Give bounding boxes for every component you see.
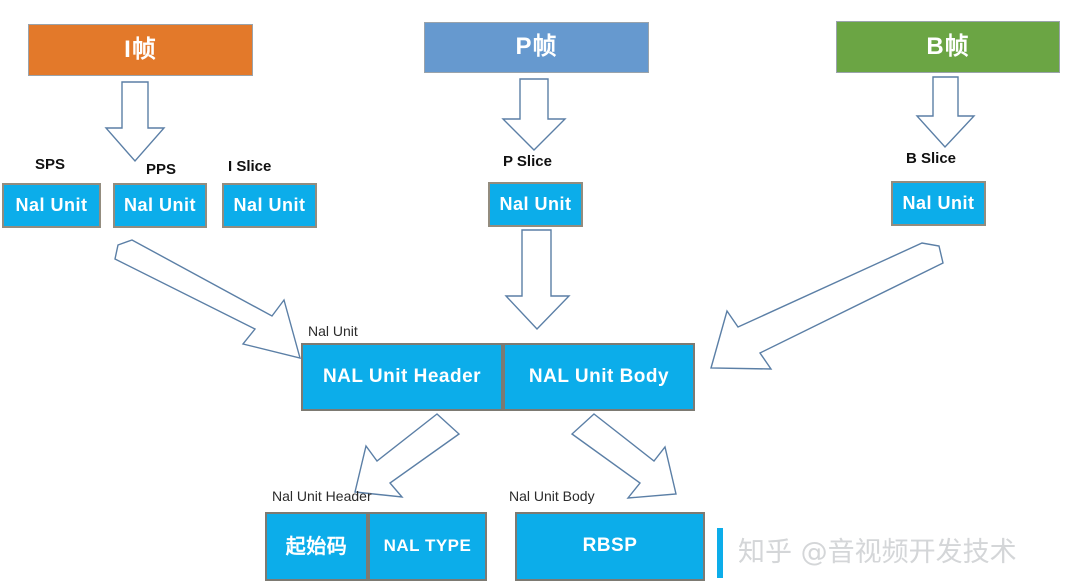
caption-pps-text: PPS xyxy=(146,161,177,178)
caption-i-slice-text: I Slice xyxy=(228,158,272,175)
arrow-i-frame-to-slices xyxy=(104,81,166,163)
nal-type-box: NAL TYPE xyxy=(368,512,487,581)
caption-b-slice: B Slice xyxy=(906,150,956,167)
caption-nal-unit: Nal Unit xyxy=(308,323,358,339)
nal-unit-header-label: NAL Unit Header xyxy=(322,365,482,387)
start-code-box: 起始码 xyxy=(265,512,368,581)
frame-box-i: I帧 xyxy=(28,24,253,76)
caption-nal-unit-body: Nal Unit Body xyxy=(509,488,595,504)
frame-label-p: P帧 xyxy=(515,33,558,61)
caption-b-slice-text: B Slice xyxy=(906,150,957,167)
nal-unit-label-pps: Nal Unit xyxy=(123,194,196,215)
nal-unit-body-segment: NAL Unit Body xyxy=(503,343,695,411)
nal-unit-box-p-slice: Nal Unit xyxy=(488,182,583,227)
caption-nal-unit-body-text: Nal Unit Body xyxy=(509,488,595,504)
caption-sps-text: SPS xyxy=(35,156,66,173)
nal-unit-box-sps: Nal Unit xyxy=(2,183,101,228)
arrow-left-to-nal-unit xyxy=(114,239,301,359)
arrow-b-frame-to-slice xyxy=(915,76,976,149)
nal-type-label: NAL TYPE xyxy=(383,536,472,556)
nal-unit-label-p-slice: Nal Unit xyxy=(499,193,572,214)
nal-unit-box-b-slice: Nal Unit xyxy=(891,181,986,226)
watermark-label: 知乎 @音视频开发技术 xyxy=(738,537,1017,568)
arrow-p-nal-to-nal-unit xyxy=(504,229,571,331)
caption-i-slice: I Slice xyxy=(228,158,271,175)
caption-p-slice: P Slice xyxy=(503,153,552,170)
caption-nal-unit-text: Nal Unit xyxy=(308,323,358,339)
frame-label-b: B帧 xyxy=(926,32,970,60)
rbsp-box: RBSP xyxy=(515,512,705,581)
nal-unit-header-segment: NAL Unit Header xyxy=(301,343,503,411)
arrow-right-to-nal-unit xyxy=(710,242,944,370)
nal-unit-body-label: NAL Unit Body xyxy=(528,365,670,387)
start-code-label: 起始码 xyxy=(285,535,348,558)
rbsp-label: RBSP xyxy=(582,535,638,557)
frame-label-i: I帧 xyxy=(124,35,157,63)
caption-nal-unit-header: Nal Unit Header xyxy=(272,488,372,504)
caption-nal-unit-header-text: Nal Unit Header xyxy=(272,488,372,504)
frame-box-p: P帧 xyxy=(424,22,649,73)
nal-unit-label-b-slice: Nal Unit xyxy=(902,192,975,213)
caption-sps: SPS xyxy=(35,156,65,173)
caption-pps: PPS xyxy=(146,161,176,178)
nal-unit-box-i-slice: Nal Unit xyxy=(222,183,317,228)
frame-box-b: B帧 xyxy=(836,21,1060,73)
nal-unit-box-pps: Nal Unit xyxy=(113,183,207,228)
nal-unit-label-sps: Nal Unit xyxy=(15,194,88,215)
watermark-bar xyxy=(717,528,723,578)
caption-p-slice-text: P Slice xyxy=(503,153,552,170)
nal-unit-label-i-slice: Nal Unit xyxy=(233,194,306,215)
arrow-p-frame-to-slice xyxy=(501,78,567,151)
watermark-text: 知乎 @音视频开发技术 xyxy=(738,530,1017,569)
